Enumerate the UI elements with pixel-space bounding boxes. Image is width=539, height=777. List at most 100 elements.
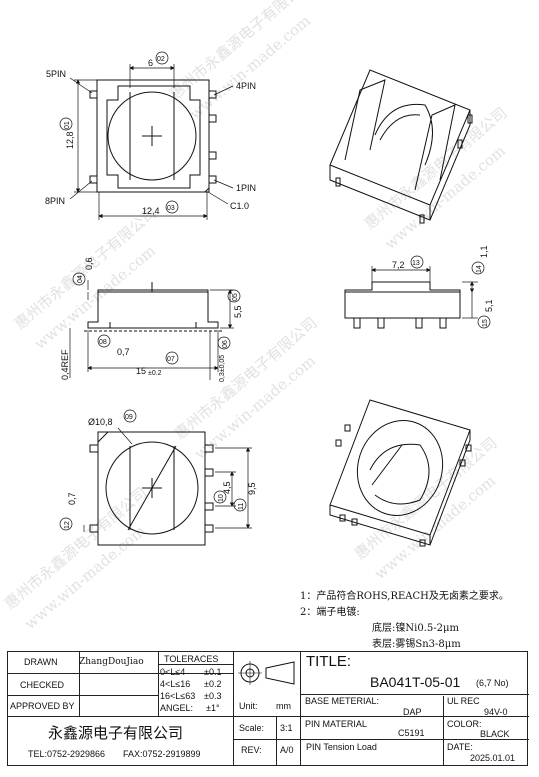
- date-label: DATE:: [447, 742, 473, 752]
- callout-06: 06: [222, 340, 229, 348]
- dim-side-height: 5,5: [233, 305, 243, 318]
- tol-value-4: ±1°: [206, 703, 220, 713]
- pin-material-label: PIN MATERIAL: [305, 719, 367, 729]
- front-view-dims: [69, 272, 241, 380]
- rev-value: A/0: [280, 745, 294, 755]
- label-1pin: 1PIN: [236, 183, 256, 193]
- pin-material-value: C5191: [398, 728, 425, 738]
- side-view-labels: 7,2 13 14 1,1 15 5,1: [392, 245, 494, 327]
- callout-05: 05: [232, 293, 239, 301]
- top-view: [89, 79, 217, 193]
- note-3: 底层:镍Ni0.5-2μm: [372, 623, 459, 634]
- drawn-label: DRAWN: [24, 657, 58, 667]
- rev-label: REV:: [241, 745, 262, 755]
- scale-value: 3:1: [280, 723, 293, 733]
- callout-11: 11: [238, 503, 245, 510]
- projection-symbol-icon: [238, 661, 295, 685]
- front-view: [84, 282, 222, 332]
- base-value: DAP: [403, 707, 422, 717]
- dim-top-width: 6: [148, 58, 153, 68]
- base-label: BASE METERIAL:: [305, 696, 380, 706]
- label-8pin: 8PIN: [45, 196, 65, 206]
- callout-01: 01: [64, 121, 71, 129]
- dim-pin-pitch: 4,5: [222, 481, 232, 494]
- title-label: TITLE:: [306, 653, 352, 670]
- unit-value: mm: [276, 701, 291, 711]
- note-1: 1：产品符合ROHS,REACH及无卤素之要求。: [300, 591, 509, 602]
- pin-load-label: PIN Tension Load: [306, 742, 377, 752]
- top-view-body: [96, 79, 210, 193]
- tol-range-1: 0<L≤4: [160, 667, 186, 677]
- dim-pin-span: 9,5: [247, 482, 257, 495]
- callout-13: 13: [412, 260, 420, 267]
- isometric-view-bottom: [329, 399, 472, 547]
- callout-02: 02: [157, 56, 165, 63]
- color-label: COLOR:: [447, 719, 482, 729]
- part-number: BA041T-05-01: [370, 674, 461, 690]
- top-view-bobbin: [106, 85, 201, 189]
- approved-label: APPROVED BY: [10, 701, 75, 711]
- label-4pin: 4PIN: [236, 81, 256, 91]
- unit-label: Unit:: [239, 701, 258, 711]
- dim-chamfer: C1.0: [230, 201, 249, 211]
- callout-03: 03: [167, 205, 175, 212]
- dim-length: 15: [136, 366, 146, 376]
- company-name: 永鑫源电子有限公司: [48, 724, 184, 742]
- callout-10: 10: [218, 494, 225, 502]
- bottom-view: [89, 431, 214, 546]
- isometric-view-top: [329, 69, 473, 224]
- bottom-view-dims: [59, 409, 252, 532]
- callout-07: 07: [167, 356, 175, 363]
- callout-14: 14: [476, 265, 483, 273]
- dim-right-h: 5,1: [484, 299, 494, 312]
- company-fax: FAX:0752-2919899: [123, 749, 201, 759]
- note-4: 表层:雾锡Sn3-8μm: [372, 639, 461, 650]
- checked-label: CHECKED: [20, 680, 65, 690]
- dim-length-tol: ±0.2: [148, 370, 162, 377]
- scale-label: Scale:: [239, 723, 265, 733]
- dim-pad: 0,7: [117, 347, 130, 357]
- dim-side-thk: 0,6: [84, 257, 94, 270]
- date-value: 2025.01.01: [470, 753, 516, 763]
- color-value: BLACK: [480, 729, 510, 739]
- callout-04: 04: [77, 275, 84, 283]
- tol-range-2: 4<L≤16: [160, 679, 191, 689]
- callout-09: 09: [125, 414, 133, 421]
- bottom-view-labels: Ø10,8 09 4,5 10 9,5 11 0,7 12: [64, 414, 257, 529]
- notes: 1：产品符合ROHS,REACH及无卤素之要求。 2：端子电镀: 底层:镍Ni0…: [300, 589, 535, 653]
- callout-08: 08: [99, 339, 107, 346]
- top-view-labels: 6 02 5PIN 4PIN 01 12,8 8PIN 1PIN C1.0 12…: [45, 56, 256, 216]
- note-2: 2：端子电镀:: [300, 607, 360, 618]
- top-view-dims: [59, 51, 234, 220]
- dim-base-width: 12,4: [142, 206, 160, 216]
- dim-height: 12,8: [65, 131, 75, 149]
- top-view-core: [107, 91, 197, 181]
- tol-value-3: ±0.3: [204, 691, 222, 701]
- title-block: DRAWN ZhangDouJiao CHECKED APPROVED BY T…: [7, 651, 529, 766]
- tol-value-2: ±0.2: [204, 679, 222, 689]
- bottom-view-core: [105, 441, 199, 535]
- dim-slot: 7,2: [392, 260, 405, 270]
- company-tel: TEL:0752-2929866: [28, 749, 106, 759]
- callout-15: 15: [482, 319, 489, 327]
- dim-bottom-gap: 0,3±0,05: [219, 355, 226, 382]
- watermark: 惠州市永鑫源电子有限公司 www.win-made.com 惠州市永鑫源电子有限…: [1, 0, 510, 633]
- side-view-dims: [371, 255, 491, 329]
- part-sub: (6,7 No): [476, 678, 509, 688]
- dim-dia: Ø10,8: [88, 417, 113, 427]
- side-view: [344, 281, 461, 329]
- tol-value-1: ±0.1: [204, 667, 222, 677]
- dim-pin-w: 0,7: [67, 492, 77, 505]
- tol-range-3: 16<L≤63: [160, 691, 196, 701]
- dim-ref: 0,4REF: [60, 349, 70, 380]
- tol-range-4: ANGEL:: [160, 703, 194, 713]
- label-5pin: 5PIN: [46, 69, 66, 79]
- dim-right-top: 1,1: [479, 245, 489, 258]
- tolerances-label: TOLERACES: [164, 654, 219, 664]
- drawn-value: ZhangDouJiao: [79, 657, 144, 667]
- ul-label: UL REC: [447, 696, 480, 706]
- ul-value: 94V-0: [484, 707, 508, 717]
- front-view-labels: 04 0,6 05 5,5 08 0,7 0,4REF 15 ±0.2 07 0…: [60, 257, 243, 382]
- callout-12: 12: [64, 521, 71, 529]
